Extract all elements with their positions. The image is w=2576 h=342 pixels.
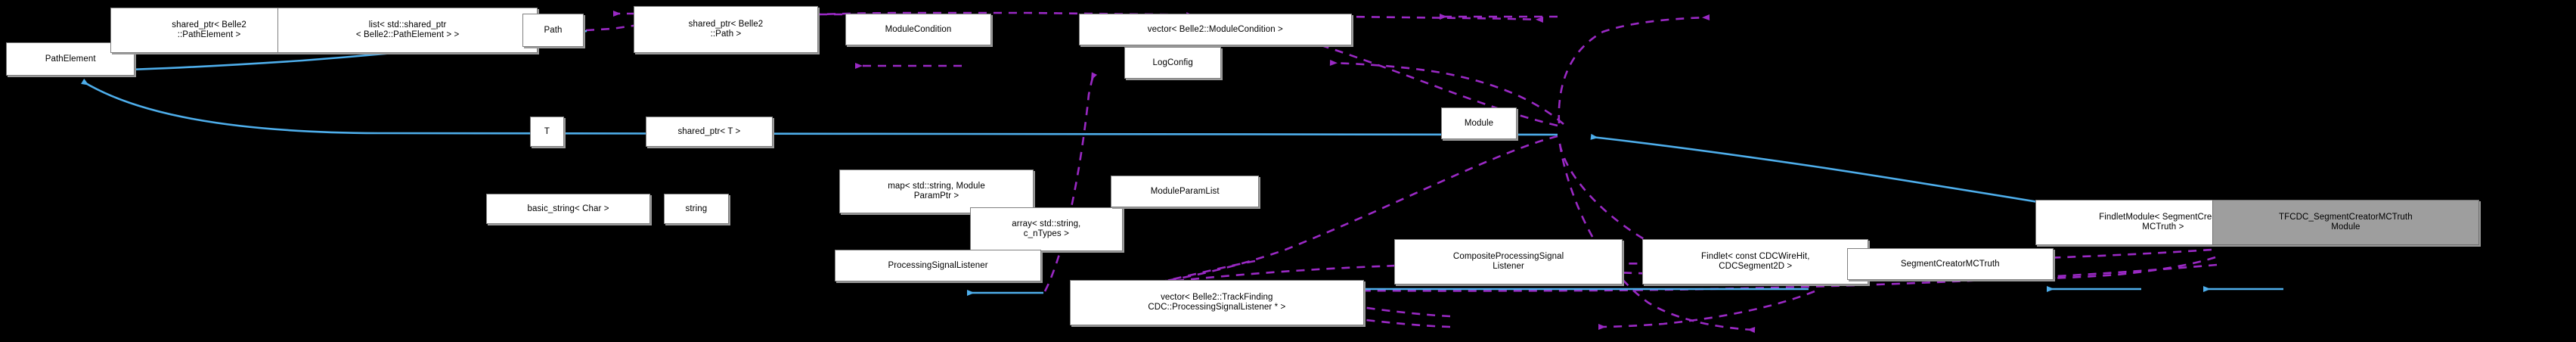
- node-vector_psl[interactable]: vector< Belle2::TrackFinding CDC::Proces…: [1069, 280, 1364, 325]
- node-segcreatormctruth[interactable]: SegmentCreatorMCTruth: [1847, 248, 2054, 280]
- node-list_sharedptr_pe[interactable]: list< std::shared_ptr < Belle2::PathElem…: [277, 8, 538, 53]
- node-basic_string[interactable]: basic_string< Char >: [486, 194, 650, 224]
- node-composite_psl[interactable]: CompositeProcessingSignal Listener: [1393, 239, 1623, 284]
- node-module[interactable]: Module: [1440, 107, 1517, 139]
- node-vector_modcond[interactable]: vector< Belle2::ModuleCondition >: [1078, 14, 1352, 45]
- node-sharedptr_t[interactable]: shared_ptr< T >: [645, 117, 773, 147]
- node-psl[interactable]: ProcessingSignalListener: [835, 250, 1041, 281]
- node-logconfig[interactable]: LogConfig: [1124, 47, 1222, 79]
- node-sharedptr_pe[interactable]: shared_ptr< Belle2 ::PathElement >: [110, 8, 308, 53]
- node-path[interactable]: Path: [522, 14, 584, 47]
- node-findlet_cdc[interactable]: Findlet< const CDCWireHit, CDCSegment2D …: [1642, 239, 1869, 284]
- node-map_modparam[interactable]: map< std::string, Module ParamPtr >: [839, 169, 1034, 213]
- node-string[interactable]: string: [663, 194, 729, 224]
- node-array_string[interactable]: array< std::string, c_nTypes >: [969, 207, 1124, 251]
- node-tfcdc_module[interactable]: TFCDC_SegmentCreatorMCTruth Module: [2212, 200, 2479, 245]
- node-modulecondition[interactable]: ModuleCondition: [845, 14, 991, 45]
- node-moduleparamlist[interactable]: ModuleParamList: [1111, 176, 1260, 207]
- node-t[interactable]: T: [530, 117, 564, 147]
- node-sharedptr_path[interactable]: shared_ptr< Belle2 ::Path >: [633, 6, 819, 53]
